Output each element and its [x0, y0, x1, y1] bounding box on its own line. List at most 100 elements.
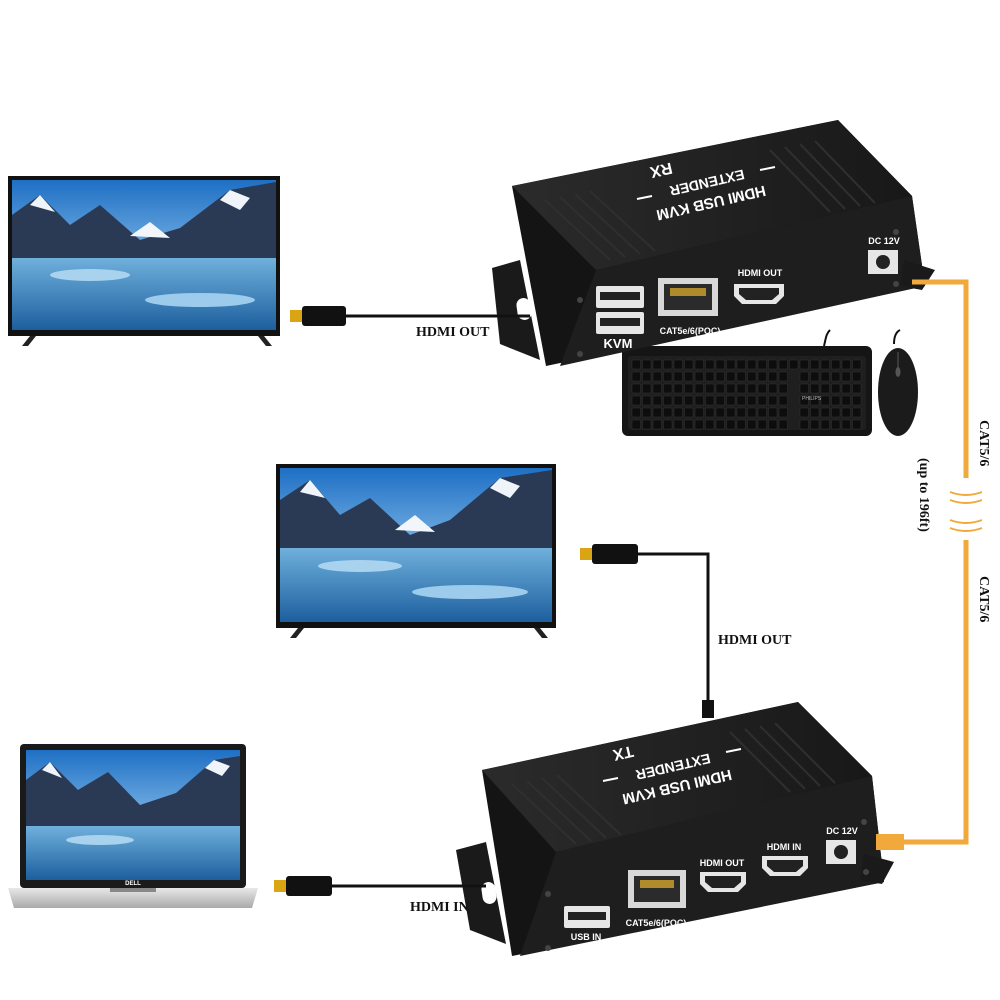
keyboard-key	[652, 395, 662, 406]
keyboard-key	[663, 383, 673, 394]
keyboard-key	[715, 395, 725, 406]
keyboard-key	[736, 407, 746, 418]
keyboard-key	[757, 395, 767, 406]
keyboard-key	[799, 407, 809, 418]
keyboard-key	[820, 359, 830, 370]
keyboard-key	[694, 371, 704, 382]
keyboard-key	[673, 383, 683, 394]
keyboard-key	[684, 395, 694, 406]
tx-dc-port	[826, 840, 856, 864]
keyboard-key	[841, 419, 851, 430]
keyboard-key	[841, 371, 851, 382]
keyboard-key	[663, 395, 673, 406]
rx-rj45-port	[658, 278, 718, 316]
keyboard: PHILIPS	[622, 329, 872, 436]
keyboard-key	[694, 359, 704, 370]
keyboard-key	[652, 419, 662, 430]
keyboard-key	[652, 371, 662, 382]
keyboard-keys	[631, 359, 862, 430]
keyboard-key	[652, 383, 662, 394]
keyboard-key	[631, 383, 641, 394]
keyboard-key	[768, 359, 778, 370]
tx-hdmi-out-port	[700, 872, 746, 892]
keyboard-key	[757, 371, 767, 382]
keyboard-key	[715, 383, 725, 394]
keyboard-key	[757, 383, 767, 394]
keyboard-key	[841, 395, 851, 406]
tv-middle	[276, 464, 556, 638]
keyboard-key	[642, 371, 652, 382]
keyboard-key	[631, 359, 641, 370]
hdmi-cable-rx-out	[290, 306, 530, 326]
keyboard-key	[726, 383, 736, 394]
keyboard-key	[757, 359, 767, 370]
tx-badge: TX	[611, 742, 635, 763]
keyboard-key	[789, 359, 799, 370]
keyboard-key	[799, 371, 809, 382]
rx-badge: RX	[648, 159, 674, 181]
keyboard-key	[726, 419, 736, 430]
keyboard-key	[768, 395, 778, 406]
keyboard-key	[747, 395, 757, 406]
keyboard-key	[694, 419, 704, 430]
rx-extender: RX HDMI USB KVM EXTENDER KVM CAT5e/6(POC…	[492, 120, 935, 366]
rx-kvm-label: KVM	[604, 336, 633, 351]
keyboard-key	[684, 359, 694, 370]
tx-extender: TX HDMI USB KVM EXTENDER USB IN CAT5e/6(…	[456, 702, 894, 956]
keyboard-key	[852, 371, 862, 382]
keyboard-key	[715, 407, 725, 418]
keyboard-key	[820, 383, 830, 394]
mouse	[878, 329, 918, 436]
keyboard-key	[852, 407, 862, 418]
keyboard-key	[831, 371, 841, 382]
keyboard-key	[705, 407, 715, 418]
hdmi-cable-tx-out	[580, 544, 714, 718]
keyboard-key	[663, 419, 673, 430]
label-cat-lower: CAT5/6	[976, 576, 991, 622]
keyboard-key	[747, 383, 757, 394]
keyboard-key	[768, 383, 778, 394]
keyboard-key	[726, 395, 736, 406]
keyboard-key	[757, 407, 767, 418]
laptop-brand-logo: DELL	[125, 881, 141, 887]
tx-rj45-port	[628, 870, 686, 908]
keyboard-key	[778, 371, 788, 382]
keyboard-key	[631, 407, 641, 418]
keyboard-key	[810, 383, 820, 394]
keyboard-key	[831, 407, 841, 418]
tx-hdmi-in-label: HDMI IN	[767, 842, 802, 852]
rx-hdmi-out-label: HDMI OUT	[738, 268, 783, 278]
keyboard-brand-logo: PHILIPS	[802, 396, 822, 402]
tx-hdmi-out-label: HDMI OUT	[700, 858, 745, 868]
rx-hdmi-out-port	[734, 284, 784, 304]
keyboard-key	[715, 371, 725, 382]
keyboard-key	[820, 419, 830, 430]
keyboard-key	[663, 371, 673, 382]
keyboard-key	[778, 383, 788, 394]
keyboard-key	[684, 371, 694, 382]
keyboard-key	[831, 359, 841, 370]
keyboard-key	[747, 359, 757, 370]
keyboard-key	[810, 419, 820, 430]
keyboard-key	[778, 419, 788, 430]
laptop: DELL	[8, 744, 258, 908]
tx-usb-in-label: USB IN	[571, 932, 602, 942]
tv-screen-landscape	[280, 468, 552, 622]
keyboard-key	[705, 395, 715, 406]
keyboard-key	[631, 419, 641, 430]
keyboard-key	[820, 395, 830, 406]
tx-dc-label: DC 12V	[826, 826, 858, 836]
cat-cable	[876, 279, 983, 850]
keyboard-key	[831, 419, 841, 430]
keyboard-key	[736, 419, 746, 430]
keyboard-key	[841, 407, 851, 418]
keyboard-key	[684, 383, 694, 394]
rx-dc-port	[868, 250, 898, 274]
label-tx-hdmi-in: HDMI IN	[410, 900, 469, 915]
keyboard-key	[747, 371, 757, 382]
keyboard-key	[810, 395, 820, 406]
laptop-screen	[26, 750, 240, 880]
keyboard-key	[757, 419, 767, 430]
keyboard-key	[820, 371, 830, 382]
